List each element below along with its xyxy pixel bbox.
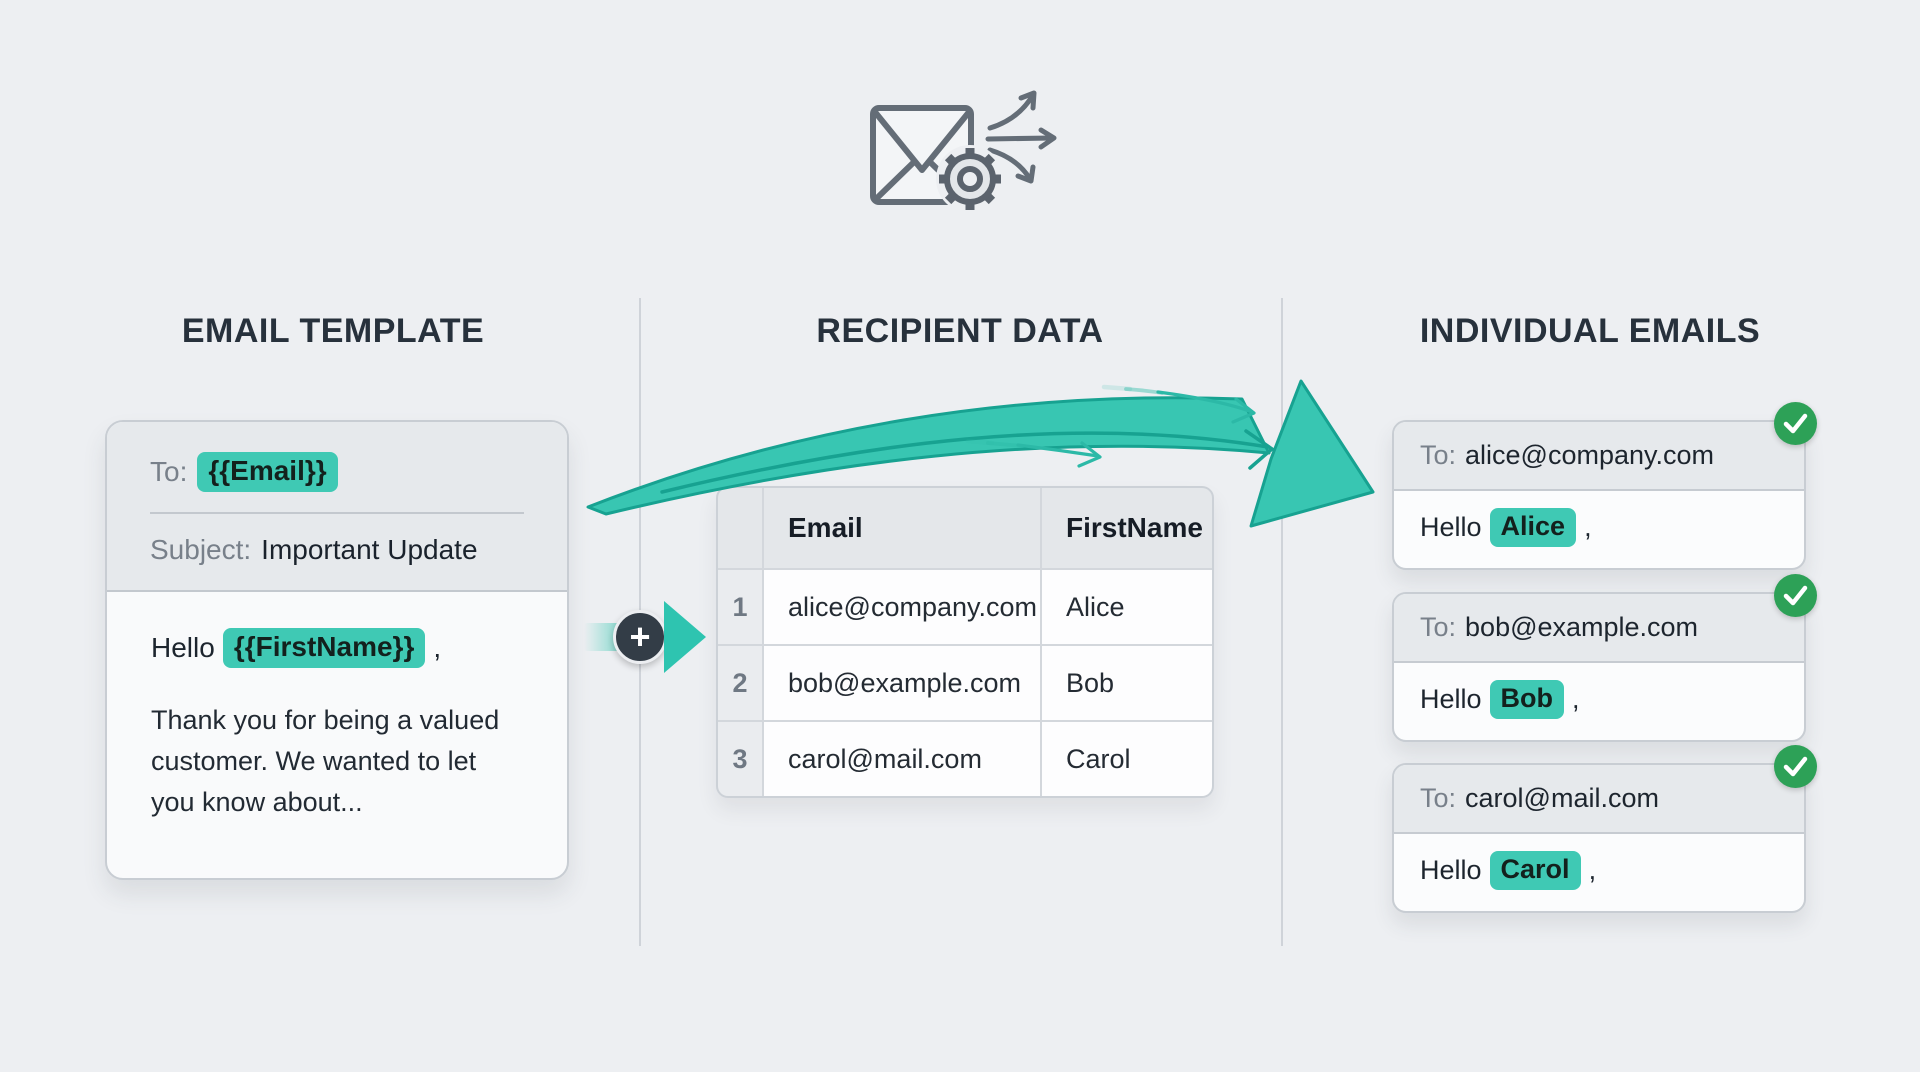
to-address: alice@company.com <box>1465 440 1715 470</box>
template-card-header: To: {{Email}} Subject: Important Update <box>107 422 567 592</box>
greeting-prefix: Hello <box>1420 684 1482 714</box>
template-body-text: Thank you for being a valued customer. W… <box>151 705 500 817</box>
to-address: carol@mail.com <box>1465 783 1659 813</box>
email-card-wrapper-carol: To: carol@mail.com Hello Carol , <box>1392 745 1817 913</box>
row-number: 2 <box>718 646 762 720</box>
email-card-wrapper-alice: To: alice@company.com Hello Alice , <box>1392 402 1817 570</box>
greeting-prefix: Hello <box>151 632 215 663</box>
greeting-suffix: , <box>433 632 442 663</box>
section-title-individual-emails: INDIVIDUAL EMAILS <box>1419 312 1761 350</box>
greeting-prefix: Hello <box>1420 512 1482 542</box>
email-template-card: To: {{Email}} Subject: Important Update … <box>105 420 569 880</box>
row-number: 1 <box>718 570 762 644</box>
table-header-email: Email <box>764 488 1040 568</box>
email-card: To: carol@mail.com Hello Carol , <box>1392 763 1806 913</box>
merge-arrowhead-icon <box>664 601 706 673</box>
split-arrows-icon <box>985 90 1057 184</box>
section-title-recipient-data: RECIPIENT DATA <box>816 312 1104 350</box>
template-card-body: Hello {{FirstName}} , Thank you for bein… <box>107 592 567 823</box>
section-title-email-template: EMAIL TEMPLATE <box>181 312 485 350</box>
cell-firstname: Alice <box>1042 570 1212 644</box>
check-icon <box>1783 585 1808 606</box>
email-card: To: bob@example.com Hello Bob , <box>1392 592 1806 742</box>
to-label: To: <box>1420 440 1457 470</box>
check-icon <box>1783 413 1808 434</box>
greeting-suffix: , <box>1584 512 1592 542</box>
envelope-gear-split-arrows-icon <box>870 90 1057 213</box>
gear-icon <box>936 145 1004 213</box>
comet-arrow-lower <box>965 438 1102 468</box>
subject-value: Important Update <box>261 534 478 565</box>
email-card-body: Hello Alice , <box>1394 491 1804 568</box>
comet-arrow-upper <box>1101 384 1256 424</box>
recipient-data-table: Email FirstName 1 alice@company.com Alic… <box>716 486 1214 798</box>
email-card-wrapper-bob: To: bob@example.com Hello Bob , <box>1392 574 1817 742</box>
success-check-badge <box>1774 574 1817 617</box>
merged-name-chip: Carol <box>1489 851 1581 890</box>
row-number: 3 <box>718 722 762 796</box>
swoosh-head <box>1249 379 1375 528</box>
greeting-prefix: Hello <box>1420 855 1482 885</box>
merged-name-chip: Bob <box>1489 680 1565 719</box>
column-divider-right <box>1281 298 1283 946</box>
cell-email: bob@example.com <box>764 646 1040 720</box>
firstname-token-chip: {{FirstName}} <box>222 628 426 668</box>
email-token-chip: {{Email}} <box>197 452 338 492</box>
merged-name-chip: Alice <box>1489 508 1577 547</box>
to-label: To: <box>1420 783 1457 813</box>
to-address: bob@example.com <box>1465 612 1699 642</box>
table-corner-cell <box>718 488 762 568</box>
cell-email: alice@company.com <box>764 570 1040 644</box>
table-header-firstname: FirstName <box>1042 488 1212 568</box>
subject-label: Subject: <box>150 534 252 565</box>
email-card-body: Hello Bob , <box>1394 663 1804 740</box>
email-card-body: Hello Carol , <box>1394 834 1804 911</box>
success-check-badge <box>1774 402 1817 445</box>
template-subject-row: Subject: Important Update <box>150 534 524 566</box>
email-card-header: To: bob@example.com <box>1394 594 1804 663</box>
template-to-row: To: {{Email}} <box>150 452 524 492</box>
template-greeting: Hello {{FirstName}} , <box>151 628 523 668</box>
to-label: To: <box>1420 612 1457 642</box>
success-check-badge <box>1774 745 1817 788</box>
cell-email: carol@mail.com <box>764 722 1040 796</box>
email-card-header: To: alice@company.com <box>1394 422 1804 491</box>
to-label: To: <box>150 456 188 487</box>
greeting-suffix: , <box>1572 684 1580 714</box>
cell-firstname: Carol <box>1042 722 1212 796</box>
template-header-separator <box>150 512 524 514</box>
cell-firstname: Bob <box>1042 646 1212 720</box>
greeting-suffix: , <box>1588 855 1597 885</box>
email-card-header: To: carol@mail.com <box>1394 765 1804 834</box>
swoosh-inner-line <box>660 431 1270 494</box>
plus-icon: + <box>613 610 667 664</box>
email-card: To: alice@company.com Hello Alice , <box>1392 420 1806 570</box>
check-icon <box>1783 756 1808 777</box>
